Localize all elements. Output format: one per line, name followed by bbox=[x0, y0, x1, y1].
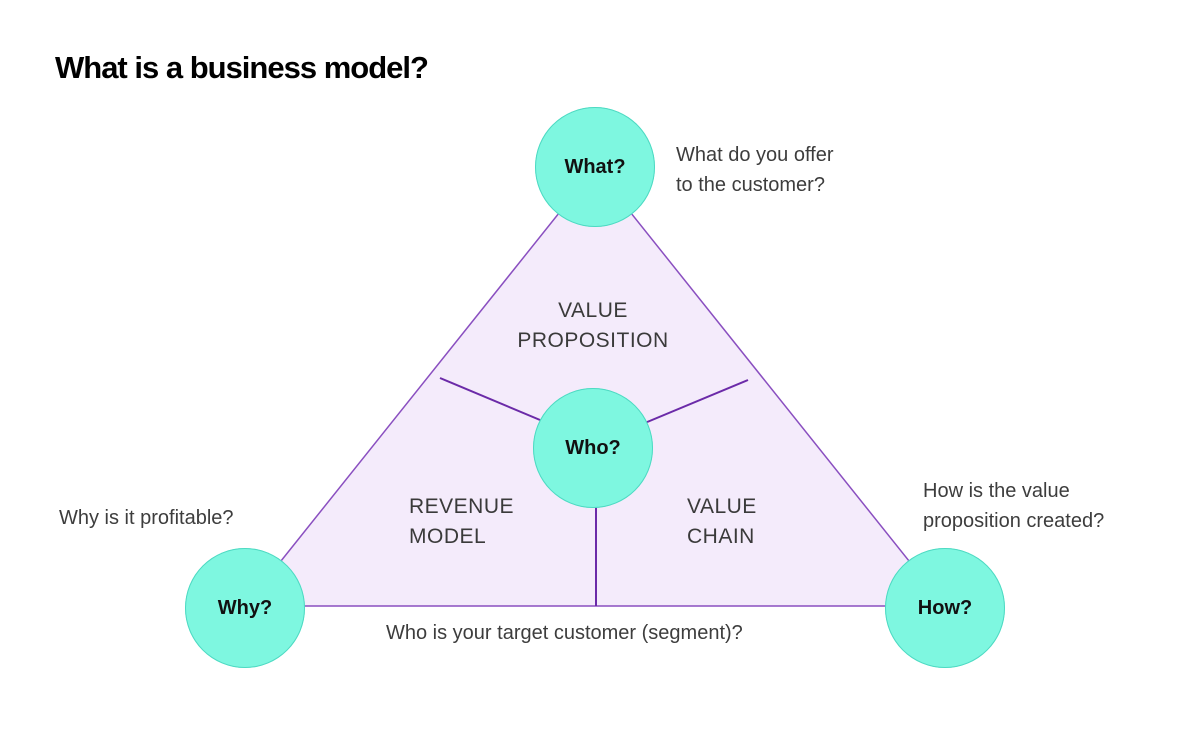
circle-who: Who? bbox=[533, 388, 653, 508]
circle-why: Why? bbox=[185, 548, 305, 668]
page-title: What is a business model? bbox=[55, 50, 429, 85]
region-label-value-chain: VALUE CHAIN bbox=[687, 495, 757, 548]
question-what: What do you offer to the customer? bbox=[676, 144, 834, 196]
circle-how: How? bbox=[885, 548, 1005, 668]
question-why: Why is it profitable? bbox=[59, 507, 234, 529]
divider-left bbox=[439, 377, 553, 426]
region-label-revenue-model: REVENUE MODEL bbox=[409, 495, 515, 548]
divider-right bbox=[639, 379, 749, 426]
circle-what: What? bbox=[535, 107, 655, 227]
question-who: Who is your target customer (segment)? bbox=[386, 622, 743, 644]
region-label-value-proposition: VALUE PROPOSITION bbox=[517, 299, 669, 352]
question-how: How is the value proposition created? bbox=[923, 480, 1105, 532]
